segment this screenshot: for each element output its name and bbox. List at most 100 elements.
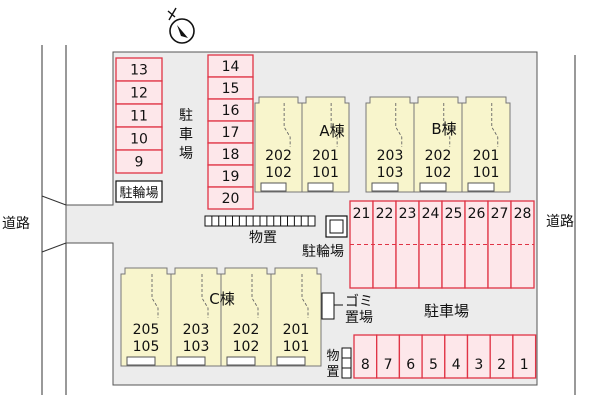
unit-number-upper: 201 bbox=[473, 148, 500, 164]
parking-space-number: 10 bbox=[130, 132, 148, 148]
storage-south: 物 置 bbox=[326, 347, 352, 380]
parking-space-number: 21 bbox=[353, 206, 371, 222]
unit-number-lower: 101 bbox=[473, 165, 500, 181]
parking-space-number: 18 bbox=[222, 147, 240, 163]
road-label-right: 道路 bbox=[546, 214, 574, 230]
parking-space-number: 20 bbox=[222, 191, 240, 207]
parking-space-number: 23 bbox=[399, 206, 417, 222]
unit-number-upper: 202 bbox=[265, 148, 292, 164]
parking-space: 4 bbox=[444, 334, 469, 379]
parking-space-number: 14 bbox=[222, 59, 240, 75]
building-name: C棟 bbox=[209, 290, 234, 308]
unit-number-upper: 203 bbox=[377, 148, 404, 164]
parking-space-number: 5 bbox=[429, 357, 438, 373]
parking-space-number: 28 bbox=[514, 206, 532, 222]
parking-space: 5 bbox=[421, 334, 446, 379]
road-label-left: 道路 bbox=[2, 216, 30, 232]
parking-space: 7 bbox=[376, 334, 401, 379]
parking-label-southeast: 駐車場 bbox=[424, 302, 469, 320]
unit-number-upper: 205 bbox=[133, 322, 160, 338]
parking-space: 6 bbox=[398, 334, 423, 379]
parking-label-west: 駐車場 bbox=[179, 108, 193, 162]
parking-space: 15 bbox=[207, 76, 254, 100]
unit-number-upper: 201 bbox=[312, 148, 339, 164]
parking-space: 14 bbox=[207, 54, 254, 78]
parking-space-number: 9 bbox=[135, 155, 144, 171]
parking-space: 18 bbox=[207, 142, 254, 166]
unit-number-lower: 102 bbox=[425, 165, 452, 181]
parking-space: 21 bbox=[349, 200, 374, 289]
bike-parking-west: 駐輪場 bbox=[115, 180, 163, 203]
parking-space-number: 22 bbox=[376, 206, 394, 222]
parking-space-number: 25 bbox=[445, 206, 463, 222]
unit-number-lower: 103 bbox=[183, 339, 210, 355]
parking-space: 12 bbox=[115, 80, 163, 105]
parking-space: 16 bbox=[207, 98, 254, 122]
parking-space-number: 8 bbox=[361, 357, 370, 373]
garbage-label-line2: 置場 bbox=[345, 310, 373, 326]
unit-number-lower: 105 bbox=[133, 339, 160, 355]
building-name: A棟 bbox=[319, 122, 344, 140]
unit-number-upper: 202 bbox=[425, 148, 452, 164]
parking-space: 25 bbox=[441, 200, 466, 289]
north-arrow-icon bbox=[167, 7, 195, 44]
parking-space-number: 2 bbox=[497, 357, 506, 373]
parking-label-west-text: 駐車場 bbox=[179, 108, 193, 162]
unit-number-lower: 102 bbox=[265, 165, 292, 181]
parking-space: 10 bbox=[115, 126, 163, 151]
parking-space-number: 1 bbox=[520, 357, 529, 373]
parking-space: 9 bbox=[115, 149, 163, 174]
unit-number-lower: 102 bbox=[233, 339, 260, 355]
parking-space: 8 bbox=[353, 334, 378, 379]
parking-space-number: 7 bbox=[384, 357, 393, 373]
parking-space-number: 27 bbox=[491, 206, 509, 222]
buildings: 202102201101A棟203103202102201101B棟205105… bbox=[120, 96, 511, 367]
parking-space-number: 15 bbox=[222, 81, 240, 97]
parking-space-number: 3 bbox=[474, 357, 483, 373]
bike-parking-center-label: 駐輪場 bbox=[302, 243, 344, 260]
bike-parking-center: 駐輪場 bbox=[302, 215, 348, 260]
unit-number-lower: 101 bbox=[283, 339, 310, 355]
parking-space-number: 4 bbox=[452, 357, 461, 373]
parking-space-number: 11 bbox=[130, 109, 148, 125]
parking-space: 11 bbox=[115, 103, 163, 128]
unit-number-upper: 201 bbox=[283, 322, 310, 338]
parking-space-number: 24 bbox=[422, 206, 440, 222]
storage-center: 物置 bbox=[204, 215, 316, 246]
storage-center-label: 物置 bbox=[249, 230, 277, 246]
parking-space-number: 13 bbox=[130, 63, 148, 79]
parking-space: 3 bbox=[466, 334, 491, 379]
parking-space: 2 bbox=[489, 334, 514, 379]
unit-number-lower: 103 bbox=[377, 165, 404, 181]
storage-south-label-char2: 置 bbox=[326, 365, 339, 380]
road-left bbox=[41, 45, 67, 395]
parking-space: 17 bbox=[207, 120, 254, 144]
unit-number-lower: 101 bbox=[312, 165, 339, 181]
bike-parking-west-label: 駐輪場 bbox=[119, 185, 158, 201]
parking-space-number: 19 bbox=[222, 169, 240, 185]
parking-space-number: 6 bbox=[406, 357, 415, 373]
parking-group-east: 21 22 23 24 25 26 27 28 bbox=[349, 200, 535, 289]
parking-space-number: 17 bbox=[222, 125, 240, 141]
parking-space: 19 bbox=[207, 164, 254, 188]
parking-space: 13 bbox=[115, 57, 163, 82]
garbage-label-line1: ゴミ bbox=[345, 293, 373, 310]
parking-space-number: 26 bbox=[468, 206, 486, 222]
unit-number-upper: 203 bbox=[183, 322, 210, 338]
